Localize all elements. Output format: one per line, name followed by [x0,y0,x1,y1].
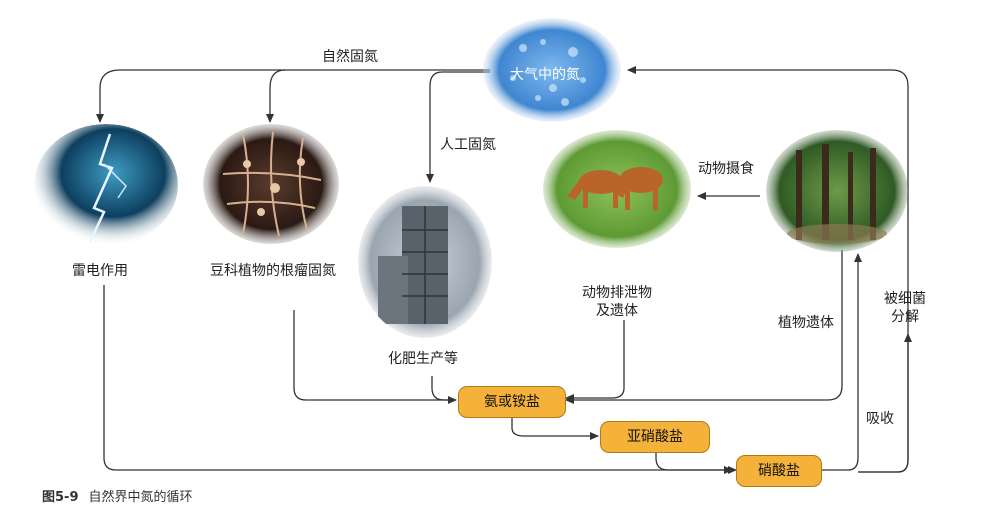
arrow-nodules-to-ammonium [293,310,457,404]
lightning-image [34,124,178,246]
figure-number: 图5-9 [42,490,79,505]
factory-label: 化肥生产等 [388,351,458,367]
lightning-label: 雷电作用 [72,263,128,279]
figure-caption: 图5-9 自然界中氮的循环 [42,486,193,505]
forest-icon [766,130,908,252]
plant-remains-label: 植物遗体 [778,315,834,331]
arrow-natural-fixation-lightning [96,69,490,123]
sky-icon [483,18,621,122]
nitrite-box: 亚硝酸盐 [600,421,710,453]
arrow-animal-waste-to-ammonium [565,320,625,402]
lightning-icon [34,124,178,246]
atmosphere-image [483,18,621,122]
arrow-natural-fixation-nodules [266,69,286,123]
absorption-label: 吸收 [866,411,894,427]
factory-image [358,186,492,338]
bacteria-line1: 被细菌 [884,291,926,307]
atmosphere-label: 大气中的氮 [510,67,580,83]
animal-waste-line2: 及遗体 [596,303,638,319]
animal-waste-label: 动物排泄物 及遗体 [582,284,652,320]
arrow-factory-to-ammonium [431,376,456,401]
bacteria-label: 被细菌 分解 [884,290,926,326]
arrow-nitrate-to-bacteria [858,333,912,473]
arrow-ammonium-to-nitrite [511,418,599,440]
nitrate-box: 硝酸盐 [736,455,822,487]
root-nodule-icon [203,124,339,244]
animal-feeding-label: 动物摄食 [698,161,754,177]
factory-tower-icon [358,186,492,338]
arrow-bacteria-to-atmosphere [858,459,909,473]
bacteria-line2: 分解 [891,309,919,325]
cows-image [543,130,691,248]
nodules-label: 豆科植物的根瘤固氮 [210,263,336,279]
natural-fixation-label: 自然固氮 [322,49,378,65]
arrow-plant-remains-to-ammonium [565,250,843,404]
artificial-fixation-label: 人工固氮 [440,137,496,153]
arrow-bacteria-up [627,66,909,460]
forest-image [766,130,908,252]
arrow-artificial-fixation [426,71,490,183]
ammonium-box: 氨或铵盐 [458,386,566,418]
arrow-lightning-to-nitrate [103,285,737,474]
arrow-nitrite-to-nitrate [655,450,733,474]
nodules-image [203,124,339,244]
figure-title: 自然界中氮的循环 [88,490,193,505]
animal-waste-line1: 动物排泄物 [582,285,652,301]
arrow-absorption [820,253,862,471]
grazing-cows-icon [543,130,691,248]
